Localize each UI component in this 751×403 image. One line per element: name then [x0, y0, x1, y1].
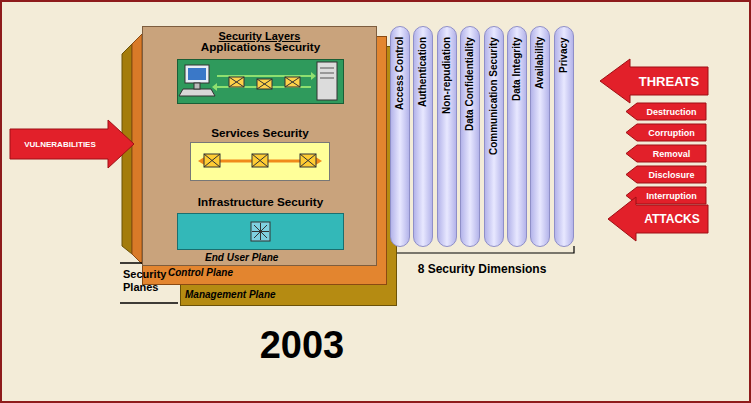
- security-layer: Services Security: [190, 126, 330, 182]
- security-layer: Infrastructure Security: [177, 195, 344, 251]
- threat-arrow: ATTACKS: [608, 197, 708, 241]
- arrow-label: VULNERABILITIES: [12, 120, 108, 168]
- plane-name: End User Plane: [205, 252, 278, 263]
- dimension-name: Availability: [534, 37, 546, 89]
- dimension-name: Access Control: [394, 37, 406, 110]
- dimensions-label: 8 Security Dimensions: [382, 262, 582, 276]
- layer-illustration: [190, 142, 330, 181]
- security-dimension: Authentication: [413, 26, 433, 247]
- threat-arrow: VULNERABILITIES: [10, 120, 134, 168]
- arrow-label: Interruption: [637, 187, 706, 204]
- threat-arrow: Disclosure: [626, 166, 706, 183]
- arrow-label: Corruption: [637, 124, 706, 141]
- security-dimension: Access Control: [390, 26, 410, 247]
- security-dimension: Availability: [530, 26, 550, 247]
- dimension-name: Non-repudiation: [441, 37, 453, 114]
- dimension-name: Data Confidentiality: [464, 37, 476, 131]
- arrow-label: Removal: [637, 145, 706, 162]
- dimension-name: Authentication: [417, 37, 429, 107]
- arrow-label: Destruction: [637, 103, 706, 120]
- dimension-name: Privacy: [558, 37, 570, 73]
- plane-name: Management Plane: [185, 289, 276, 300]
- security-dimension: Privacy: [554, 26, 574, 247]
- planes-label: Security Planes: [123, 268, 177, 294]
- threat-arrow: Destruction: [626, 103, 706, 120]
- layer-name: Applications Security: [177, 40, 344, 53]
- layer-name: Services Security: [190, 126, 330, 139]
- threat-arrow: Corruption: [626, 124, 706, 141]
- security-plane: Security LayersEnd User PlaneApplication…: [142, 26, 377, 266]
- security-layer: Applications Security: [177, 40, 344, 104]
- arrow-label: Disclosure: [637, 166, 706, 183]
- arrow-label: ATTACKS: [636, 197, 708, 241]
- threat-arrow: Removal: [626, 145, 706, 162]
- bracket-line: [120, 302, 178, 304]
- layer-illustration: [177, 59, 344, 104]
- dimension-name: Data Integrity: [511, 37, 523, 101]
- dimension-bracket: [390, 246, 574, 253]
- year-label: 2003: [202, 324, 402, 367]
- security-dimension: Data Integrity: [507, 26, 527, 247]
- security-dimension: Non-repudiation: [437, 26, 457, 247]
- plane-name: Control Plane: [168, 267, 233, 278]
- security-dimension: Communication Security: [484, 26, 504, 247]
- security-dimension: Data Confidentiality: [460, 26, 480, 247]
- layer-name: Infrastructure Security: [177, 195, 344, 208]
- layer-illustration: [177, 213, 344, 250]
- arrow-label: THREATS: [630, 59, 708, 103]
- threat-arrow: Interruption: [626, 187, 706, 204]
- dimension-name: Communication Security: [488, 37, 500, 155]
- threat-arrow: THREATS: [600, 59, 708, 103]
- plane-side: [132, 34, 142, 264]
